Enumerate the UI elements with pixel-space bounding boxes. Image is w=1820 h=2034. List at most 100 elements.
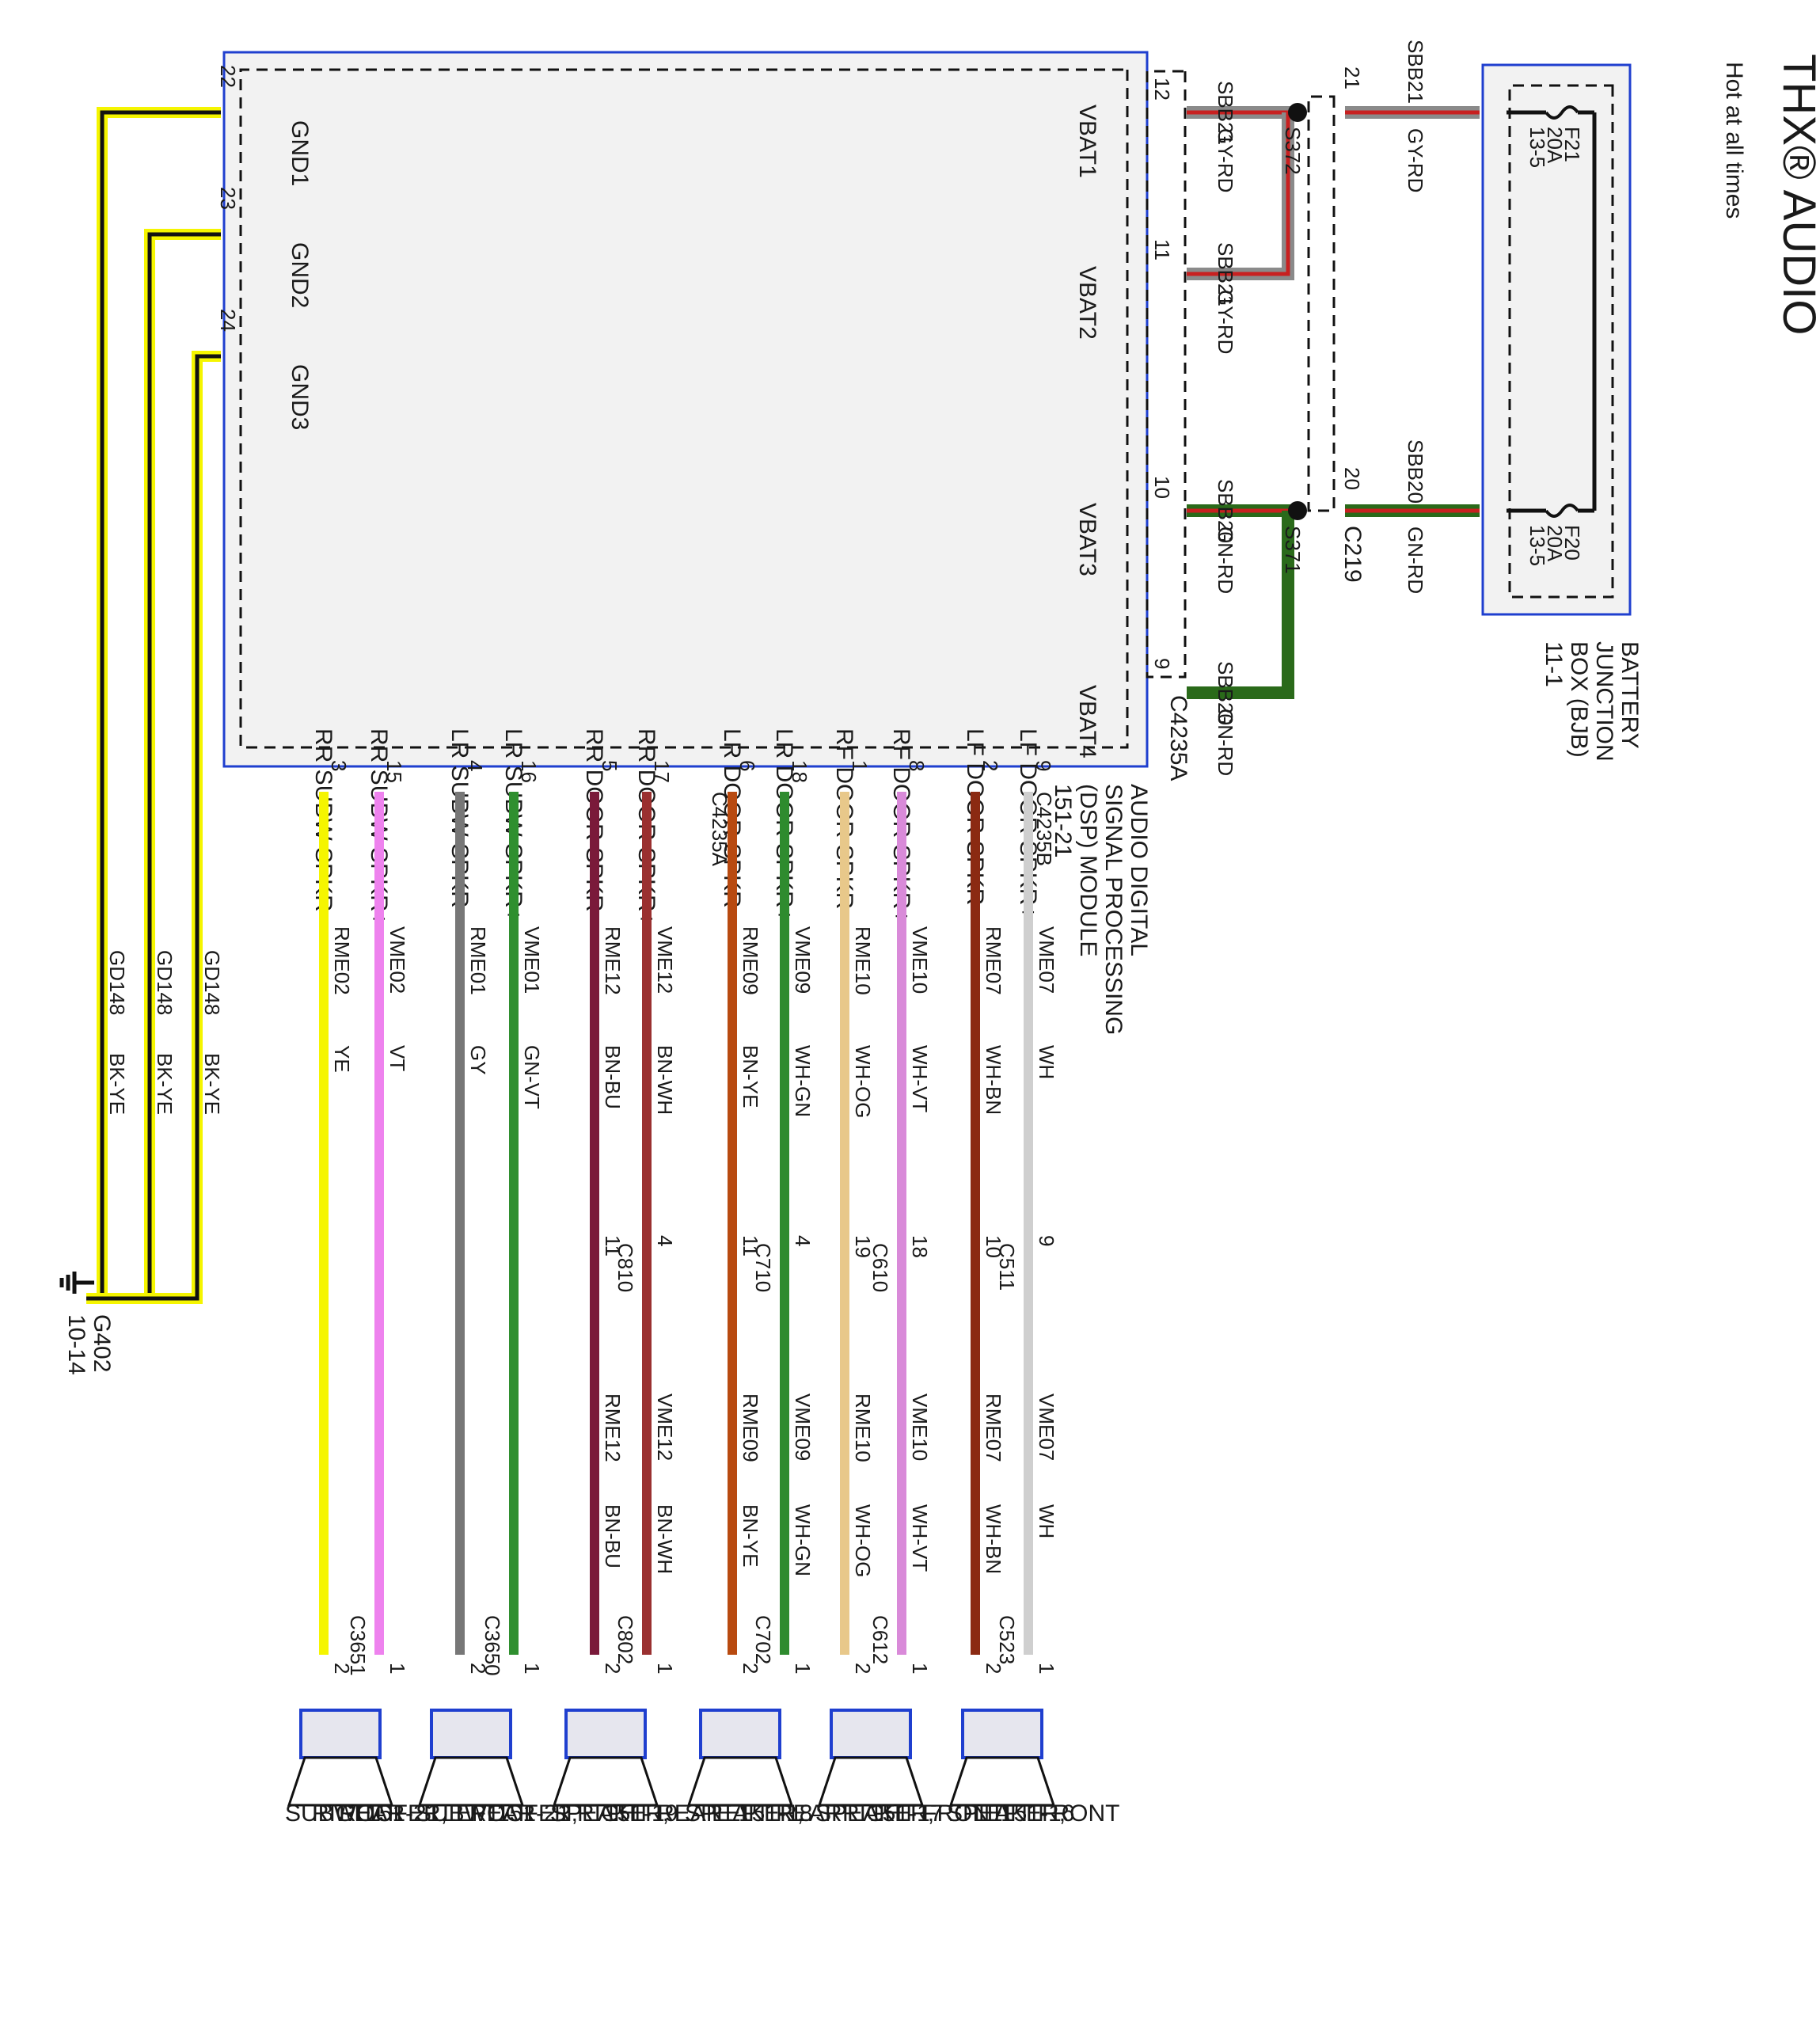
output-color: WH-VT (908, 1045, 932, 1112)
output-color: VT (386, 1045, 409, 1071)
output-pin-number: 18 (788, 760, 811, 783)
speaker-label-line: LEFT FRONT (974, 1800, 1119, 1827)
ground-pin-name: GND3 (287, 364, 313, 430)
speaker-label-line: REAR (339, 1800, 405, 1827)
speaker-label-line: SUBWOOFER, (416, 1800, 578, 1827)
fuse-f21-ref: 13-5 (1526, 127, 1549, 168)
ground-pin-name: GND2 (287, 242, 313, 308)
output-pin-number: 15 (382, 760, 406, 783)
output-circuit-2: VME10 (908, 1393, 932, 1461)
power-pin-circuit: SBB21 (1214, 242, 1237, 306)
output-pin-number: 1 (848, 760, 872, 771)
bjb-label-4: 11-1 (1541, 641, 1567, 687)
speaker-magnet (961, 1709, 1043, 1759)
output-mid-pin: 10 (982, 1235, 1005, 1258)
connector-c219-label: C219 (1339, 526, 1366, 583)
speaker-label-line: SPEAKER, (815, 1800, 934, 1827)
power-pin-name: VBAT2 (1074, 266, 1100, 340)
output-color: WH-GN (791, 1045, 815, 1117)
wire-sbb20-vbat4 (1187, 511, 1294, 699)
bjb-label-3: BOX (BJB) (1566, 641, 1592, 758)
output-mid-pin: 4 (791, 1235, 815, 1246)
output-circuit-2: RME09 (739, 1393, 762, 1462)
dsp-label-4: 151-21 (1050, 784, 1076, 857)
output-circuit-2: RME10 (851, 1393, 875, 1462)
output-end-connector: C702 (751, 1615, 775, 1664)
speaker-label-line: SPEAKER, (550, 1800, 669, 1827)
speaker-label-line: LEFT (443, 1800, 500, 1827)
speaker-label-line: SUBWOOFER, (285, 1800, 447, 1827)
speaker-magnet (830, 1709, 912, 1759)
output-end-pin: 1 (791, 1663, 815, 1674)
output-mid-pin: 19 (851, 1235, 875, 1258)
output-mid-connector: C710 (751, 1243, 775, 1292)
output-circuit: RME02 (330, 926, 354, 995)
ground-g402-label: G402 (89, 1314, 115, 1372)
output-circuit: RME10 (851, 926, 875, 995)
dsp-label-2: SIGNAL PROCESSING (1100, 784, 1127, 1035)
fuse-f20: F20 20A 13-5 (1507, 504, 1594, 566)
output-color-2: WH-BN (982, 1504, 1005, 1574)
output-pin-number: 9 (1032, 760, 1055, 771)
output-color: GN-VT (520, 1045, 544, 1109)
output-circuit-2: VME12 (653, 1393, 677, 1461)
output-color: GY (466, 1045, 490, 1075)
bjb-label-1: BATTERY (1617, 641, 1643, 749)
output-pin-number: 17 (650, 760, 674, 783)
output-mid-connector: C610 (868, 1243, 892, 1292)
power-pin-name: VBAT3 (1074, 503, 1100, 576)
power-pin-number: 12 (1150, 78, 1174, 101)
output-end-pin: 1 (653, 1663, 677, 1674)
output-end-connector: C3650 (481, 1615, 504, 1676)
output-circuit: RME09 (739, 926, 762, 995)
speaker-magnet (430, 1709, 512, 1759)
output-circuit: VME01 (520, 926, 544, 994)
output-end-connector: C3651 (346, 1615, 370, 1676)
output-mid-pin: 9 (1035, 1235, 1058, 1246)
output-circuit: VME09 (791, 926, 815, 994)
speaker-magnet (564, 1709, 647, 1759)
connector-c4235a-power-outline (1146, 70, 1187, 679)
output-color: WH-OG (851, 1045, 875, 1118)
output-color-2: BN-BU (601, 1504, 625, 1568)
output-circuit: VME12 (653, 926, 677, 994)
splice-s372-label: S372 (1281, 127, 1305, 175)
output-end-pin: 1 (386, 1663, 409, 1674)
power-pin-number: 9 (1150, 658, 1174, 669)
output-circuit-2: RME07 (982, 1393, 1005, 1462)
output-end-pin: 2 (739, 1663, 762, 1674)
power-pin-number: 10 (1150, 476, 1174, 499)
output-circuit: VME10 (908, 926, 932, 994)
speaker-cone-icon (686, 1756, 794, 1807)
output-color-2: WH-GN (791, 1504, 815, 1576)
output-mid-connector: C511 (995, 1243, 1019, 1291)
connector-c4235a-output-label: C4235A (708, 792, 731, 867)
output-color: BN-BU (601, 1045, 625, 1109)
power-pin-circuit: SBB20 (1214, 661, 1237, 725)
speaker-magnet (699, 1709, 781, 1759)
bjb-pin-20: 20 (1340, 467, 1364, 490)
speaker-label-line: REAR (469, 1800, 535, 1827)
connector-c219-outline (1307, 95, 1336, 512)
output-end-connector: C523 (995, 1615, 1019, 1664)
dsp-module-frame (222, 51, 1149, 768)
speaker-cone-icon (417, 1756, 525, 1807)
speaker-label-line: SPEAKER, (685, 1800, 804, 1827)
fuse-f20-rating: 20A (1543, 525, 1567, 562)
speaker-label-line: 151-16 (1001, 1800, 1074, 1827)
output-circuit: VME02 (386, 926, 409, 994)
speaker-label-line: RIGHT (312, 1800, 386, 1827)
speaker-label-line: SPEAKER, (947, 1800, 1066, 1827)
output-pin-number: 4 (463, 760, 487, 771)
speaker-cone-icon (287, 1756, 394, 1807)
ground-color: BK-YE (105, 1053, 129, 1115)
output-color-2: BN-YE (739, 1504, 762, 1567)
output-circuit-2: RME12 (601, 1393, 625, 1462)
output-color-2: WH (1035, 1504, 1058, 1538)
ground-circuit: GD148 (153, 950, 177, 1015)
speaker-label-line: 151-21 (496, 1800, 570, 1827)
bjb-pin-21: 21 (1340, 67, 1364, 89)
ground-wire-stripe (86, 354, 221, 1301)
output-mid-connector: C810 (614, 1243, 637, 1292)
dsp-label-1: AUDIO DIGITAL (1126, 784, 1152, 956)
